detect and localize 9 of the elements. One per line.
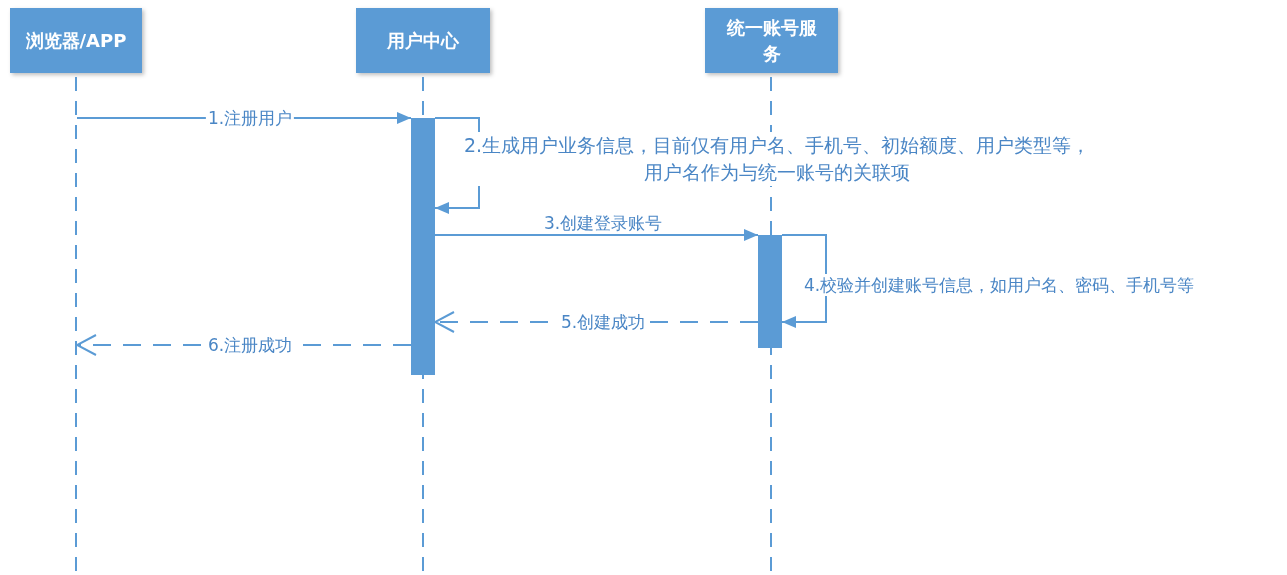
- arrow: [434, 229, 759, 241]
- participant-box: 统一账号服务: [705, 8, 838, 73]
- participant-box: 浏览器/APP: [10, 8, 142, 73]
- participant-box: 用户中心: [356, 8, 490, 73]
- edge-label: 1.注册用户: [205, 107, 295, 129]
- arrow: [781, 234, 827, 328]
- activation-bar: [411, 118, 435, 375]
- activation-bar: [758, 235, 782, 348]
- edge-label: 4.校验并创建账号信息，如用户名、密码、手机号等: [802, 274, 1197, 296]
